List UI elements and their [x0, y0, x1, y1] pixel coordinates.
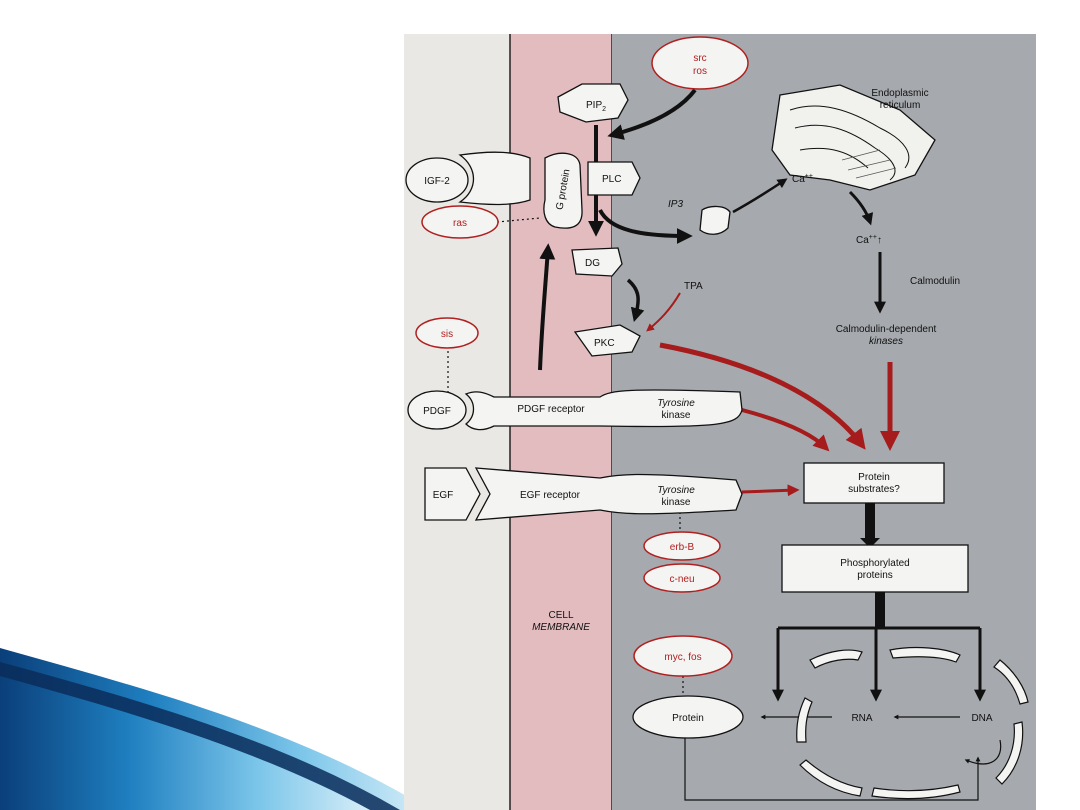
protein-substrates-label-1: Protein: [858, 472, 890, 483]
ras-label: ras: [453, 218, 467, 229]
protein-oval: [632, 695, 744, 739]
pip2-shape: [557, 83, 629, 123]
g-protein-shape: [543, 152, 583, 229]
kinases-label: kinases: [869, 336, 903, 347]
cell-membrane-label-2: MEMBRANE: [532, 622, 590, 633]
slide-swoosh-decoration: [0, 648, 430, 810]
arrow-er-to-ca: [848, 190, 874, 226]
endoplasmic-reticulum-shape: [771, 84, 936, 191]
rna-label: RNA: [851, 713, 872, 724]
dg-shape: [571, 247, 623, 277]
tyrosine-label-1: Tyrosine: [657, 398, 695, 409]
protein-substrates-label-2: substrates?: [848, 484, 900, 495]
erb-b-oncogene-oval: [643, 531, 721, 561]
pdgf-label: PDGF: [423, 406, 451, 417]
igf2-label: IGF-2: [424, 176, 450, 187]
egf-receptor-shape: [474, 467, 743, 521]
proteins-label: proteins: [857, 570, 893, 581]
dotted-connectors: [447, 217, 684, 698]
arrow-src-to-plc: [607, 88, 697, 140]
plc-shape: [587, 161, 641, 196]
red-arrows: [646, 292, 900, 497]
er-label-1: Endoplasmic: [871, 88, 928, 99]
er-calcium-label: Ca++: [792, 173, 813, 185]
arrow-tpa-to-pkc: [646, 292, 681, 332]
igf2-oval: [405, 157, 469, 203]
protein-substrates-box: [803, 462, 945, 504]
arrow-dg-to-pkc: [626, 278, 645, 323]
pkc-label: PKC: [594, 338, 615, 349]
black-arrows: [538, 88, 1002, 801]
src-label: src: [693, 53, 706, 64]
tyrosine-label-2: Tyrosine: [657, 485, 695, 496]
plc-label: PLC: [602, 174, 621, 185]
arrow-ip3-to-er: [732, 178, 788, 214]
arrow-pkc-to-substrates: [659, 342, 866, 450]
node-shapes: [405, 36, 969, 739]
pdgf-receptor-label: PDGF receptor: [517, 404, 585, 415]
c-neu-label: c-neu: [669, 574, 694, 585]
egf-shape: [424, 467, 481, 521]
node-labels: PIP2 IGF-2 G protein PLC IP3 DG TPA PKC …: [423, 88, 993, 724]
arrow-pdgfr-to-substrates: [741, 408, 830, 452]
ip3-shape: [699, 205, 731, 235]
dna-label: DNA: [971, 713, 992, 724]
ros-label: ros: [693, 66, 707, 77]
free-calcium-label: Ca++↑: [856, 234, 882, 246]
arrow-egfr-to-substrates: [741, 484, 800, 497]
pdgf-oval: [407, 390, 467, 430]
tpa-label: TPA: [684, 281, 703, 292]
dna-ring-fragments: [796, 646, 1029, 800]
sis-oncogene-oval: [415, 317, 479, 349]
dg-label: DG: [585, 258, 600, 269]
pip2-label: PIP2: [586, 100, 606, 113]
c-neu-oncogene-oval: [643, 563, 721, 593]
egf-label: EGF: [433, 490, 454, 501]
ip3-label: IP3: [668, 199, 683, 210]
arrow-dna-replication: [964, 739, 1002, 765]
pdgf-receptor-shape: [464, 389, 743, 431]
cell-membrane-label-1: CELL: [548, 610, 573, 621]
protein-label: Protein: [672, 713, 704, 724]
kinase-label-2: kinase: [662, 497, 691, 508]
calmodulin-dependent-label: Calmodulin-dependent: [836, 324, 937, 335]
phosphorylated-label: Phosphorylated: [840, 558, 910, 569]
calmodulin-label: Calmodulin: [910, 276, 960, 287]
egf-receptor-label: EGF receptor: [520, 490, 581, 501]
arrow-plc-to-ip3: [598, 208, 693, 244]
myc-fos-label: myc, fos: [664, 652, 701, 663]
igf2-receptor-shape: [458, 151, 531, 206]
kinase-label-1: kinase: [662, 410, 691, 421]
pkc-shape: [573, 324, 641, 357]
src-ros-oncogene-oval: [651, 36, 749, 90]
phosphorylated-proteins-box: [781, 544, 969, 593]
arrow-protein-to-dna: [684, 738, 981, 801]
arrow-pdgf-to-gprotein: [538, 243, 556, 371]
erb-b-label: erb-B: [670, 542, 695, 553]
myc-fos-oncogene-oval: [633, 635, 733, 677]
sis-label: sis: [441, 329, 453, 340]
er-label-2: reticulum: [880, 100, 921, 111]
oncogene-labels: src ros ras sis erb-B c-neu myc, fos: [441, 53, 707, 663]
ras-oncogene-oval: [421, 205, 499, 239]
